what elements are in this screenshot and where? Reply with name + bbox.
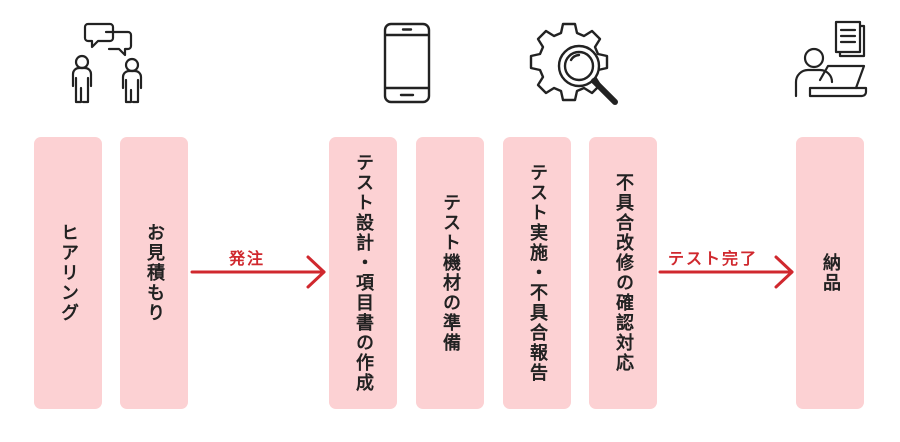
step-delivery: 納品 bbox=[796, 137, 864, 409]
arrow-order bbox=[190, 252, 330, 296]
step-test-design: テスト設計・項目書の作成 bbox=[329, 137, 397, 409]
conversation-icon bbox=[70, 18, 150, 108]
arrow-label-test-complete: テスト完了 bbox=[668, 249, 759, 268]
step-estimate: お見積もり bbox=[120, 137, 188, 409]
step-test-execution: テスト実施・不具合報告 bbox=[503, 137, 571, 409]
step-label: テスト機材の準備 bbox=[440, 193, 461, 353]
arrow-label-order: 発注 bbox=[229, 249, 266, 268]
step-label: ヒアリング bbox=[58, 223, 79, 323]
step-label: テスト設計・項目書の作成 bbox=[353, 153, 374, 393]
step-fix-confirmation: 不具合改修の確認対応 bbox=[589, 137, 657, 409]
arrow-test-complete bbox=[658, 252, 798, 296]
person-laptop-document-icon bbox=[790, 20, 872, 102]
gear-magnifier-icon bbox=[527, 18, 627, 113]
step-equipment-prep: テスト機材の準備 bbox=[416, 137, 484, 409]
step-hearing: ヒアリング bbox=[34, 137, 102, 409]
smartphone-icon bbox=[383, 22, 431, 104]
step-label: 納品 bbox=[820, 253, 841, 293]
step-label: 不具合改修の確認対応 bbox=[613, 173, 634, 373]
step-label: テスト実施・不具合報告 bbox=[527, 163, 548, 383]
step-label: お見積もり bbox=[144, 223, 165, 323]
